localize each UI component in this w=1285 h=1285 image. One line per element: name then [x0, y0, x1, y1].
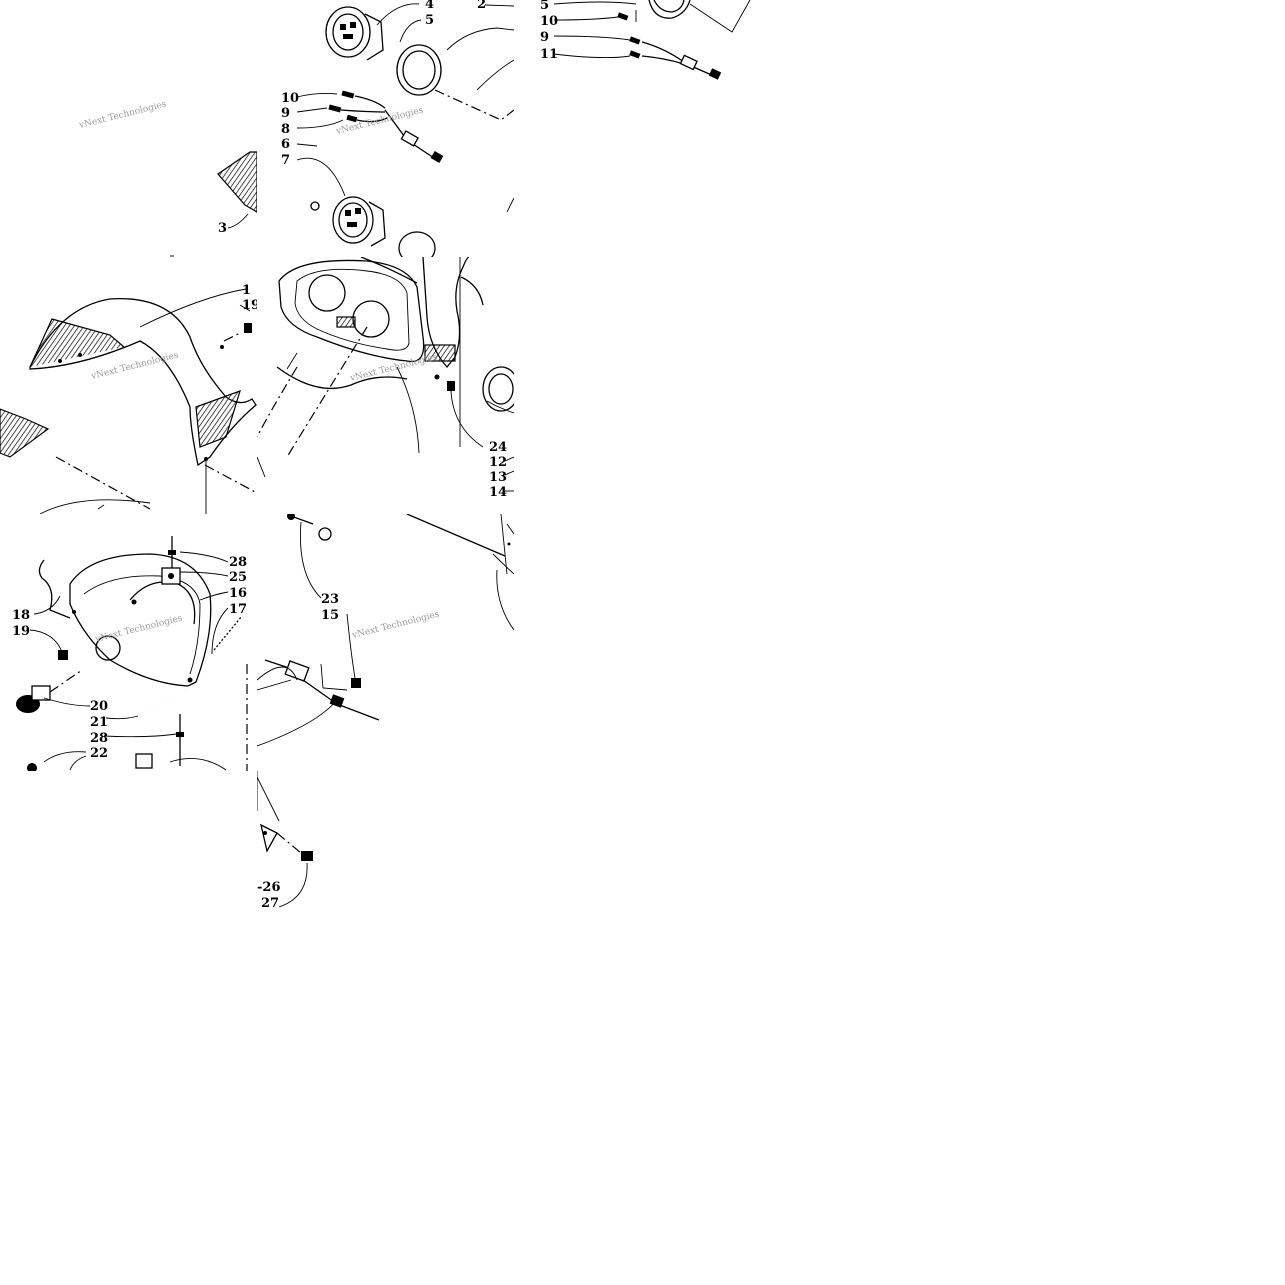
dash-panel	[278, 257, 425, 363]
tile-e-drawing: 24 12 13 14 vNext Technologies	[257, 257, 514, 500]
tile-a: 3 vNext Technologies	[0, 0, 257, 257]
gauge-wire-harness	[328, 90, 444, 163]
callout-b-4: 4	[425, 0, 434, 12]
bolt-screw	[168, 536, 176, 570]
nut-clip	[301, 851, 313, 861]
callout-b-5: 5	[425, 13, 434, 28]
callout-b-7: 7	[281, 153, 290, 168]
tile-e: 24 12 13 14 vNext Technologies	[257, 257, 514, 514]
tile-c: 5 10 9 11	[514, 0, 771, 257]
callout-c-10: 10	[540, 14, 558, 29]
callout-g-15: 15	[321, 608, 339, 623]
warning-decal	[0, 408, 50, 458]
windshield	[29, 298, 257, 467]
watermark: vNext Technologies	[350, 609, 441, 641]
callout-e-13: 13	[489, 470, 507, 485]
callout-b-8: 8	[281, 122, 290, 137]
callout-f-16: 16	[229, 586, 247, 601]
tile-b: 4 5 2 10 9 8	[257, 0, 514, 257]
headlight-socket	[16, 669, 83, 713]
mounting-bracket	[260, 823, 278, 853]
mounting-screw	[139, 689, 187, 715]
callout-c-5: 5	[540, 0, 549, 13]
sender-wire-harness	[617, 12, 722, 80]
tile-g: 23 15 vNext Technologies	[257, 514, 514, 771]
tile-b-drawing: 4 5 2 10 9 8	[281, 0, 514, 257]
spring-clip-bracket	[161, 567, 181, 585]
tile-d-drawing: 1 19 vNext Technologies	[0, 283, 257, 514]
tile-i-drawing: -26 27	[257, 771, 313, 911]
gauge-bezel-ring	[396, 44, 442, 96]
callout-f-22: 22	[90, 746, 108, 761]
tile-g-drawing: 23 15 vNext Technologies	[257, 514, 514, 747]
decal-plate	[217, 151, 257, 213]
callout-f-20: 20	[90, 699, 108, 714]
callout-d-1: 1	[242, 283, 251, 298]
grommet	[351, 678, 361, 688]
tachometer-gauge	[325, 6, 384, 61]
callout-i-27: 27	[261, 896, 279, 911]
tile-f-drawing: 18 19 28 25 16 17	[12, 536, 248, 771]
callout-f-18: 18	[12, 608, 30, 623]
screw	[244, 323, 252, 333]
callout-b-6: 6	[281, 137, 290, 152]
watermark: vNext Technologies	[77, 99, 168, 131]
bracket-plate	[135, 753, 153, 769]
callout-f-17: 17	[229, 602, 247, 617]
tile-a-drawing: 3 vNext Technologies	[77, 99, 257, 257]
cable-assembly	[264, 659, 380, 721]
headlight-bulb	[58, 650, 68, 660]
headlight-housing	[69, 553, 212, 687]
callout-c-9: 9	[540, 30, 549, 45]
hood-side	[422, 257, 484, 447]
speedometer-bezel	[398, 231, 436, 257]
tile-f: 18 19 28 25 16 17	[0, 514, 257, 771]
callout-f-28a: 28	[229, 555, 247, 570]
tile-c-drawing: 5 10 9 11	[540, 0, 751, 80]
callout-b-9: 9	[281, 106, 290, 121]
callout-b-10: 10	[281, 91, 299, 106]
gauge-ring	[482, 366, 514, 412]
callout-f-19: 19	[12, 624, 30, 639]
tile-d: 1 19 vNext Technologies	[0, 257, 257, 514]
callout-g-23: 23	[321, 592, 339, 607]
callout-f-21: 21	[90, 715, 108, 730]
plug	[287, 514, 332, 541]
grommet	[434, 374, 455, 391]
callout-e-12: 12	[489, 455, 507, 470]
callout-d-19: 19	[242, 298, 257, 313]
callout-f-28b: 28	[90, 731, 108, 746]
callout-i-26: -26	[257, 880, 281, 895]
callout-b-2: 2	[477, 0, 486, 12]
callout-f-25: 25	[229, 570, 247, 585]
adjuster-screw	[176, 714, 184, 766]
callout-e-24: 24	[489, 440, 507, 455]
gauge-bezel-partial	[648, 0, 691, 19]
nut	[27, 763, 37, 771]
callout-a-3: 3	[218, 221, 227, 236]
tile-i: -26 27	[257, 771, 514, 1028]
callout-e-14: 14	[489, 485, 507, 500]
speedometer-gauge	[310, 196, 386, 247]
callout-c-11: 11	[540, 47, 558, 62]
adjusting-spring	[213, 615, 243, 651]
